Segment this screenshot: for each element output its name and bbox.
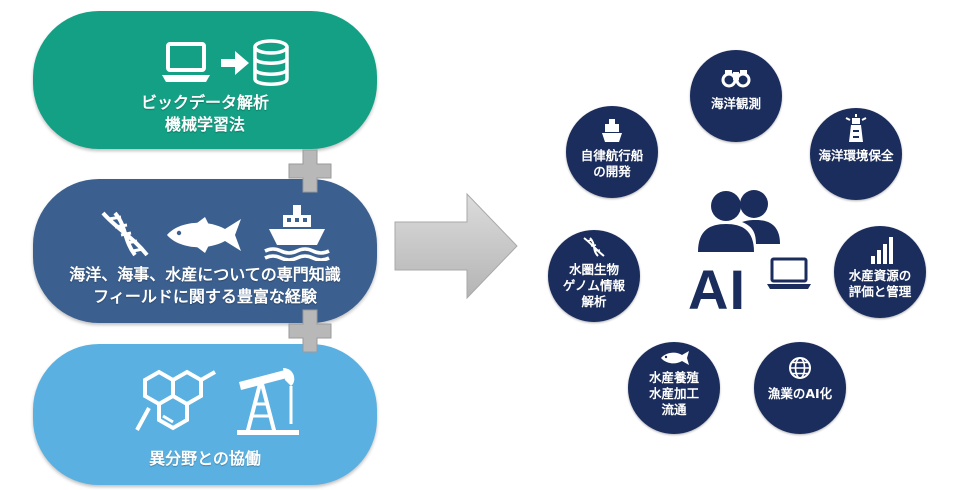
circle-label: 海洋環境保全 xyxy=(818,148,894,163)
circle-label-line3: 流通 xyxy=(661,402,687,417)
circle-label: 漁業のAI化 xyxy=(767,386,833,401)
circle-label: 海洋観測 xyxy=(710,96,761,111)
plus-icon-top xyxy=(288,149,332,193)
pill-top-line2: 機械学習法 xyxy=(164,115,245,134)
ai-label: AI xyxy=(688,258,746,321)
pill-bottom-line1: 異分野との協働 xyxy=(149,449,261,468)
pill-mid-line2: フィールドに関する豊富な経験 xyxy=(93,287,317,306)
circle-aquaculture: 水産養殖 水産加工 流通 xyxy=(628,342,720,434)
dna-icon xyxy=(583,237,605,257)
laptop-icon xyxy=(767,257,811,289)
oil-pump-jack-icon xyxy=(237,368,299,435)
laptop-icon xyxy=(162,42,210,82)
binoculars-icon xyxy=(721,70,751,88)
people-icon xyxy=(698,190,780,252)
domain-expertise-pill: 海洋、海事、水産についての専門知識 フィールドに関する豊富な経験 xyxy=(33,179,377,323)
circle-label-line1: 水産資源の xyxy=(848,268,912,283)
dna-icon xyxy=(101,211,149,257)
circle-label-line2: の開発 xyxy=(593,164,631,179)
circle-label-line2: 評価と管理 xyxy=(848,284,912,299)
lighthouse-icon xyxy=(845,114,867,142)
chemical-structure-icon xyxy=(135,369,216,431)
globe-icon xyxy=(789,357,811,379)
circle-label-line3: 解析 xyxy=(581,294,607,309)
bar-chart-icon xyxy=(871,237,893,264)
circle-ocean-observation: 海洋観測 xyxy=(690,50,782,142)
circle-label-line1: 自律航行船 xyxy=(580,148,644,163)
tuna-fish-icon xyxy=(167,217,241,253)
circle-resource-evaluation: 水産資源の 評価と管理 xyxy=(834,226,926,318)
big-data-ml-pill: ビックデータ解析 機械学習法 xyxy=(33,11,377,149)
ship-icon xyxy=(602,119,622,142)
circle-label-line2: ゲノム情報 xyxy=(562,278,626,293)
arrow-into-database-icon xyxy=(221,39,289,86)
ship-on-waves-icon xyxy=(264,205,330,261)
circle-label-line1: 水産養殖 xyxy=(648,370,699,385)
circle-fishery-ai: 漁業のAI化 xyxy=(754,342,846,434)
interdisciplinary-pill: 異分野との協働 xyxy=(33,344,377,485)
circle-autonomous-ship: 自律航行船 の開発 xyxy=(566,106,658,198)
pill-mid-line1: 海洋、海事、水産についての専門知識 xyxy=(69,265,341,284)
circle-label-line1: 水圏生物 xyxy=(568,262,619,277)
circle-genome-analysis: 水圏生物 ゲノム情報 解析 xyxy=(548,230,640,322)
right-arrow xyxy=(394,192,518,300)
plus-icon-bottom xyxy=(288,309,332,353)
circle-label-line2: 水産加工 xyxy=(648,386,699,401)
fish-icon xyxy=(661,351,689,365)
circle-marine-environment: 海洋環境保全 xyxy=(810,108,902,200)
pill-top-line1: ビックデータ解析 xyxy=(140,93,269,112)
